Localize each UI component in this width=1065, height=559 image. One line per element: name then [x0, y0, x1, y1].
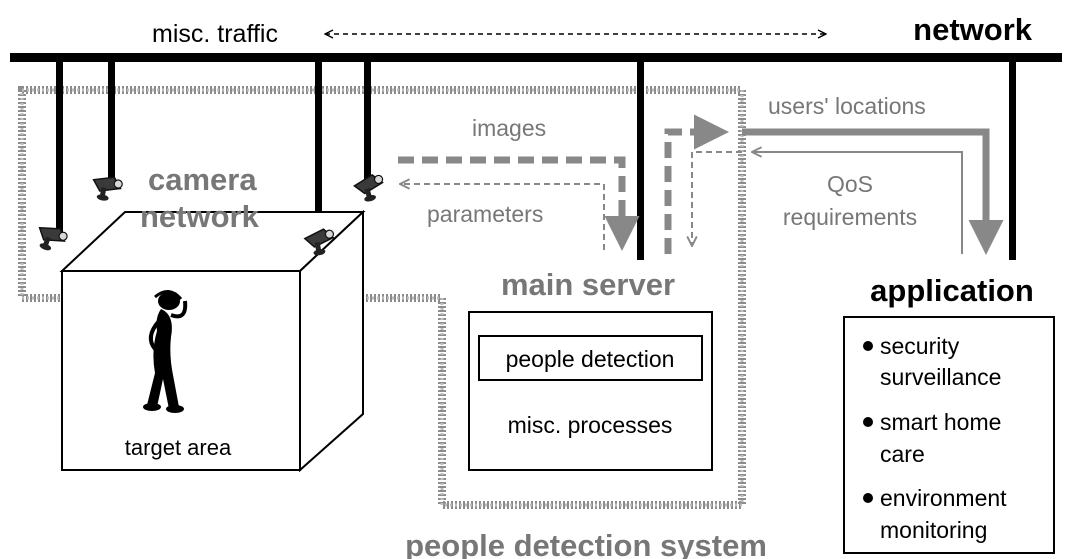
application-item-text: smart home [880, 409, 1001, 435]
camera-icon-1 [32, 221, 70, 257]
main-server-label: main server [501, 267, 675, 302]
application-item-security: security surveillance [863, 333, 1001, 390]
parameters-label: parameters [427, 201, 543, 227]
network-to-server-arrow [692, 151, 742, 246]
application-item-text: surveillance [880, 364, 1001, 390]
application-item-text: security [880, 333, 960, 359]
server-to-network-arrow [664, 114, 729, 254]
camera-network-label-line1: camera [148, 162, 257, 197]
images-arrow [398, 156, 640, 251]
application-item-text: environment [880, 485, 1007, 511]
bullet-dot-icon [863, 493, 873, 503]
application-drop [1009, 60, 1016, 260]
camera-icon-2 [89, 173, 124, 205]
application-label: application [870, 273, 1034, 308]
qos-requirements-arrow [752, 152, 963, 254]
bullet-dot-icon [863, 341, 873, 351]
people-detection-label: people detection [506, 346, 675, 372]
images-label: images [472, 115, 546, 141]
camera-drop-1 [56, 60, 63, 236]
application-item-text: monitoring [880, 517, 987, 543]
people-detection-box [478, 335, 703, 381]
server-drop [637, 60, 644, 260]
qos-label-line1: QoS [827, 171, 873, 197]
camera-drop-4 [364, 60, 371, 188]
camera-drop-3 [315, 60, 322, 242]
qos-label-line2: requirements [783, 204, 917, 230]
application-box [843, 316, 1055, 554]
camera-network-label-line2: network [140, 199, 260, 234]
target-area-cube [59, 209, 366, 473]
people-detection-system-label: people detection system [405, 528, 767, 559]
parameters-arrow [400, 184, 605, 250]
application-item-smart-home: smart home care [863, 409, 1001, 467]
network-backbone [10, 53, 1062, 62]
misc-processes-label: misc. processes [508, 412, 673, 438]
network-label: network [913, 12, 1033, 47]
users-locations-label: users' locations [768, 93, 926, 119]
bullet-dot-icon [863, 417, 873, 427]
camera-icon-4 [352, 171, 389, 205]
application-item-environment: environment monitoring [863, 485, 1007, 543]
thinking-person-icon [143, 290, 188, 413]
target-area-label: target area [125, 435, 232, 460]
misc-traffic-label: misc. traffic [152, 20, 278, 48]
application-item-text: care [880, 441, 925, 467]
users-locations-arrow [742, 128, 1004, 255]
camera-drop-2 [108, 60, 115, 184]
